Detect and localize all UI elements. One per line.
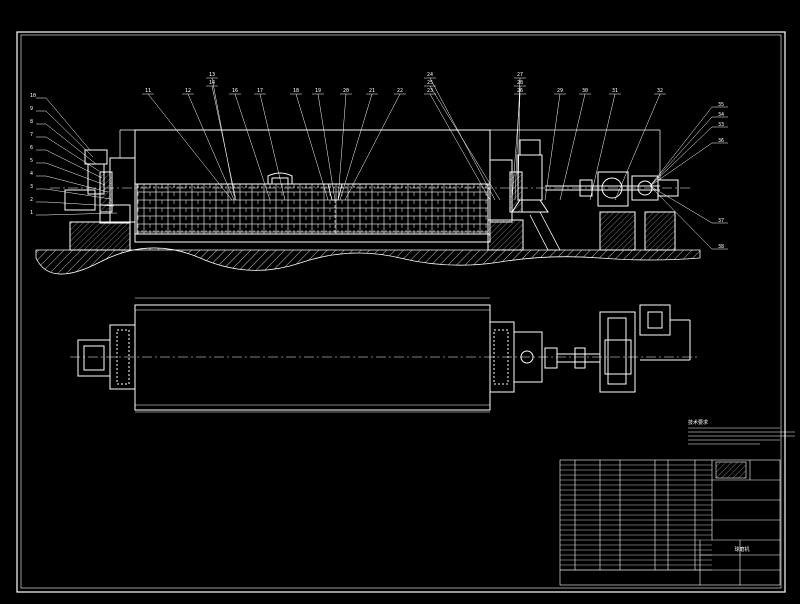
notes-heading: 技术要求 [688,419,708,426]
callout-right-35: 35 [718,102,724,108]
callout-top-29: 29 [557,88,563,94]
callout-right-38: 38 [718,244,724,250]
callout-top-31: 31 [612,88,618,94]
elevation-view [35,129,701,275]
callout-right-37: 37 [718,218,724,224]
callout-top-13: 13 [209,72,215,78]
plan-mill-shell [134,304,491,411]
callout-top-14: 14 [209,80,215,86]
callout-left-9: 9 [30,106,33,112]
right-foundation-block [487,219,524,251]
callout-left-1: 1 [30,210,33,216]
gearbox [597,171,629,207]
callout-top-20: 20 [343,88,349,94]
callout-left-2: 2 [30,197,33,203]
callout-right-33: 33 [718,122,724,128]
discharge-support [529,211,561,251]
callout-left-10: 10 [30,93,36,99]
sheet-border [16,31,786,593]
drawing-name: 球磨机 [734,546,749,553]
callout-top-11: 11 [145,88,151,94]
callout-top-21: 21 [369,88,375,94]
feed-trunnion-housing [109,157,136,223]
title-block [559,459,781,586]
motor-foundation [644,211,676,251]
callout-right-34: 34 [718,112,724,118]
callout-top-24: 24 [427,72,433,78]
plan-feed-chute [77,339,111,377]
callout-left-3: 3 [30,184,33,190]
callout-left-8: 8 [30,119,33,125]
callout-top-18: 18 [293,88,299,94]
title-block-detail [560,461,780,585]
callout-top-22: 22 [397,88,403,94]
callout-left-7: 7 [30,132,33,138]
callout-top-12: 12 [185,88,191,94]
callout-top-27: 27 [517,72,523,78]
callout-top-23: 23 [427,88,433,94]
bom-rows [560,464,712,571]
callout-top-17: 17 [257,88,263,94]
gearbox-foundation [599,211,636,251]
callout-top-25: 25 [427,80,433,86]
callout-left-4: 4 [30,171,33,177]
callout-right-36: 36 [718,138,724,144]
callout-top-32: 32 [657,88,663,94]
callout-left-6: 6 [30,145,33,151]
manhole-cover [267,172,293,184]
plan-coupling [544,347,558,369]
ground-foundation [35,247,701,275]
callout-top-16: 16 [232,88,238,94]
discharge-trunnion-housing [489,159,513,223]
callout-top-30: 30 [582,88,588,94]
plan-motor [639,304,671,336]
plan-gearbox [599,311,636,393]
lining-bricks [136,183,489,235]
technical-notes: 技术要求 [688,419,795,445]
plan-view [70,297,700,413]
left-foundation-block [69,221,131,251]
callout-top-28: 28 [517,80,523,86]
callout-top-19: 19 [315,88,321,94]
callout-left-5: 5 [30,158,33,164]
